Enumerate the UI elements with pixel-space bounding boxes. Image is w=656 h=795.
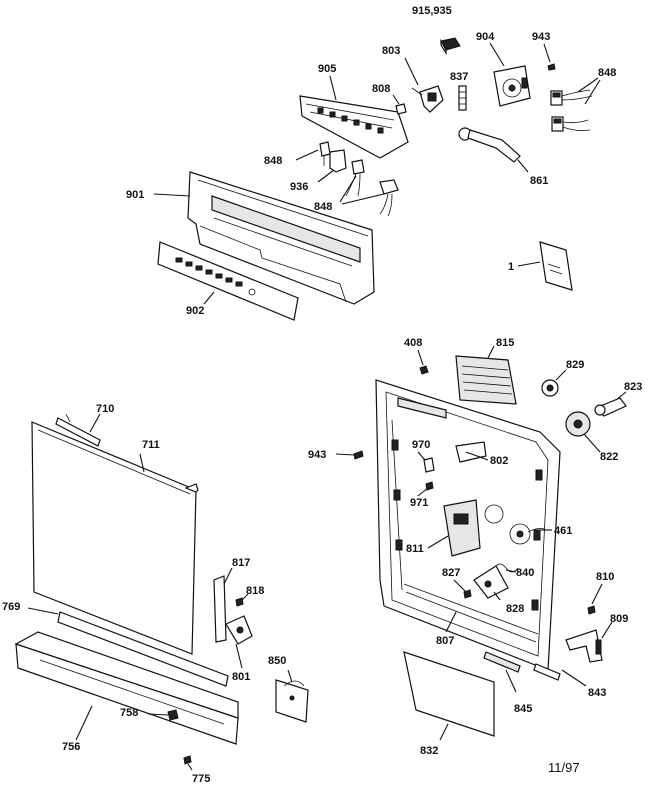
label-904: 904 xyxy=(476,31,495,43)
part-848-center-wires xyxy=(339,159,399,217)
part-971-pin xyxy=(417,481,434,497)
label-461: 461 xyxy=(554,525,572,537)
label-850: 850 xyxy=(268,655,286,667)
part-861-latch xyxy=(458,127,529,173)
label-817: 817 xyxy=(232,557,250,569)
label-756: 756 xyxy=(62,741,80,753)
label-828: 828 xyxy=(506,603,524,615)
label-818: 818 xyxy=(246,585,264,597)
part-845-seal xyxy=(483,651,521,693)
label-845: 845 xyxy=(514,703,532,715)
label-823: 823 xyxy=(624,381,642,393)
label-710: 710 xyxy=(96,403,114,415)
part-810-screw xyxy=(587,583,603,615)
label-848-left: 848 xyxy=(264,155,282,167)
part-817-hinge-arm xyxy=(213,567,233,643)
part-818-screw xyxy=(235,593,249,607)
label-901: 901 xyxy=(126,189,144,201)
part-829-knob xyxy=(541,369,567,397)
label-775: 775 xyxy=(192,773,210,785)
part-827-screw xyxy=(453,579,472,599)
part-837-pin xyxy=(458,85,467,111)
part-902-nameplate xyxy=(157,241,299,321)
label-809: 809 xyxy=(610,613,628,625)
part-801-hinge xyxy=(225,615,253,669)
part-815-vent xyxy=(455,345,517,405)
part-828-lever xyxy=(473,565,509,601)
part-809-hinge xyxy=(565,621,613,663)
label-848-top: 848 xyxy=(598,67,616,79)
part-843-strip xyxy=(533,663,587,687)
label-711: 711 xyxy=(142,439,160,451)
part-904-timer xyxy=(489,42,531,107)
part-848-connectors xyxy=(550,77,601,132)
part-901-control-panel xyxy=(153,171,375,305)
part-848-left-wire xyxy=(295,141,331,166)
label-822: 822 xyxy=(600,451,618,463)
part-807-gasket xyxy=(445,611,457,633)
label-758: 758 xyxy=(120,707,138,719)
part-811-dispenser xyxy=(427,499,481,557)
label-936: 936 xyxy=(290,181,308,193)
label-848-center: 848 xyxy=(314,201,332,213)
part-711-outer-door xyxy=(31,421,199,655)
part-936-switch xyxy=(317,149,347,183)
part-943-screw-side xyxy=(335,450,364,460)
part-970-pin xyxy=(417,451,435,473)
part-832-insulation xyxy=(403,651,495,741)
part-943-screw-top xyxy=(543,43,556,71)
part-802-bracket xyxy=(455,441,489,463)
label-807: 807 xyxy=(436,635,454,647)
part-850-bracket xyxy=(275,669,309,723)
part-803-switch xyxy=(404,57,444,113)
label-840: 840 xyxy=(516,567,534,579)
label-803: 803 xyxy=(382,45,400,57)
part-775-screw xyxy=(183,755,193,771)
label-837: 837 xyxy=(450,71,468,83)
label-827: 827 xyxy=(442,567,460,579)
part-756-kick-plate xyxy=(14,631,239,745)
part-408-screw xyxy=(417,349,429,375)
part-822-gear xyxy=(565,411,601,453)
label-905: 905 xyxy=(318,63,336,75)
label-971: 971 xyxy=(410,497,428,509)
part-461-harness xyxy=(527,528,552,533)
label-801: 801 xyxy=(232,671,250,683)
part-710-door-handle xyxy=(55,413,101,447)
label-815: 815 xyxy=(496,337,514,349)
label-943-top: 943 xyxy=(532,31,550,43)
label-843: 843 xyxy=(588,687,606,699)
label-808: 808 xyxy=(372,83,390,95)
label-408: 408 xyxy=(404,337,422,349)
date-code: 11/97 xyxy=(548,760,580,775)
label-811: 811 xyxy=(406,543,424,555)
label-810: 810 xyxy=(596,571,614,583)
part-758-clip xyxy=(147,709,179,721)
label-970: 970 xyxy=(412,439,430,451)
label-829: 829 xyxy=(566,359,584,371)
label-832: 832 xyxy=(420,745,438,757)
label-902: 902 xyxy=(186,305,204,317)
label-943-side: 943 xyxy=(308,449,326,461)
part-823-lever xyxy=(594,391,627,417)
part-905-control-bracket xyxy=(299,75,409,159)
part-808-screw xyxy=(392,94,407,115)
label-915-935: 915,935 xyxy=(412,5,452,17)
label-861: 861 xyxy=(530,175,548,187)
part-840-spring xyxy=(493,563,519,573)
part-labels: 915,935 904 943 803 905 808 837 848 848 … xyxy=(2,5,642,785)
label-1: 1 xyxy=(508,261,514,273)
part-1-manual xyxy=(517,241,573,291)
label-769: 769 xyxy=(2,601,20,613)
label-802: 802 xyxy=(490,455,508,467)
part-915-935-knob xyxy=(440,37,461,56)
part-769-bar xyxy=(27,607,229,687)
